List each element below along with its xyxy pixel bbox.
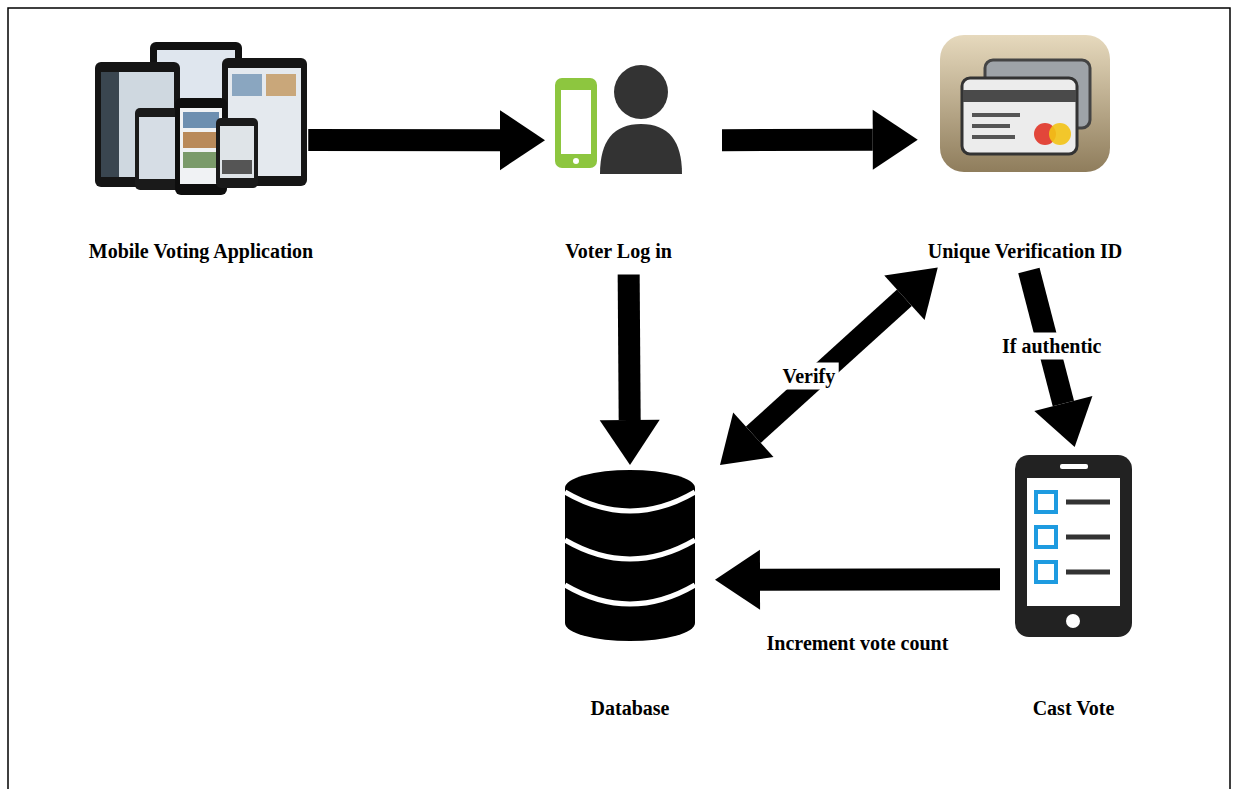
arrow-shaft [722, 129, 873, 151]
arrow-head [600, 420, 660, 465]
node-caption: Database [591, 697, 670, 720]
vote-node: Cast Vote [1015, 455, 1132, 637]
node-caption: Cast Vote [1033, 697, 1115, 720]
node-caption: Voter Log in [565, 240, 672, 263]
arrow-head [500, 110, 545, 170]
edge-label: Verify [779, 363, 840, 390]
node-label: Database [591, 697, 670, 720]
flow-arrow [722, 110, 918, 170]
devices-icon [95, 42, 307, 195]
arrow-head [720, 413, 773, 465]
voter-icon [555, 65, 682, 174]
arrow-shaft [760, 568, 1000, 590]
app-node: Mobile Voting Application [95, 42, 307, 192]
node-label: Voter Log in [565, 240, 672, 263]
arrow-head [873, 110, 918, 170]
flow-arrow [308, 110, 545, 170]
database-icon [565, 470, 695, 641]
edge-label: If authentic [998, 332, 1105, 359]
flow-arrow [600, 275, 660, 466]
verification-node: Unique Verification ID [940, 35, 1110, 172]
node-caption: Mobile Voting Application [89, 240, 314, 263]
edge-label: Increment vote count [763, 629, 953, 656]
arrow-shaft [629, 275, 630, 421]
flow-arrow [715, 550, 1000, 610]
node-label: Mobile Voting Application [89, 240, 314, 263]
database-node: Database [565, 470, 695, 641]
frame [8, 8, 1230, 789]
id-card-icon [940, 35, 1110, 172]
arrow-head [715, 550, 760, 610]
arrow-shaft [308, 129, 500, 151]
node-caption: Unique Verification ID [928, 240, 1122, 263]
arrow-head [884, 268, 937, 320]
arrow-shaft [753, 298, 904, 435]
flow-arrow [720, 268, 938, 466]
node-label: Cast Vote [1033, 697, 1115, 720]
node-label: Unique Verification ID [928, 240, 1122, 263]
login-node: Voter Log in [555, 62, 682, 174]
arrow-head [1034, 396, 1092, 447]
ballot-phone-icon [1015, 455, 1132, 637]
